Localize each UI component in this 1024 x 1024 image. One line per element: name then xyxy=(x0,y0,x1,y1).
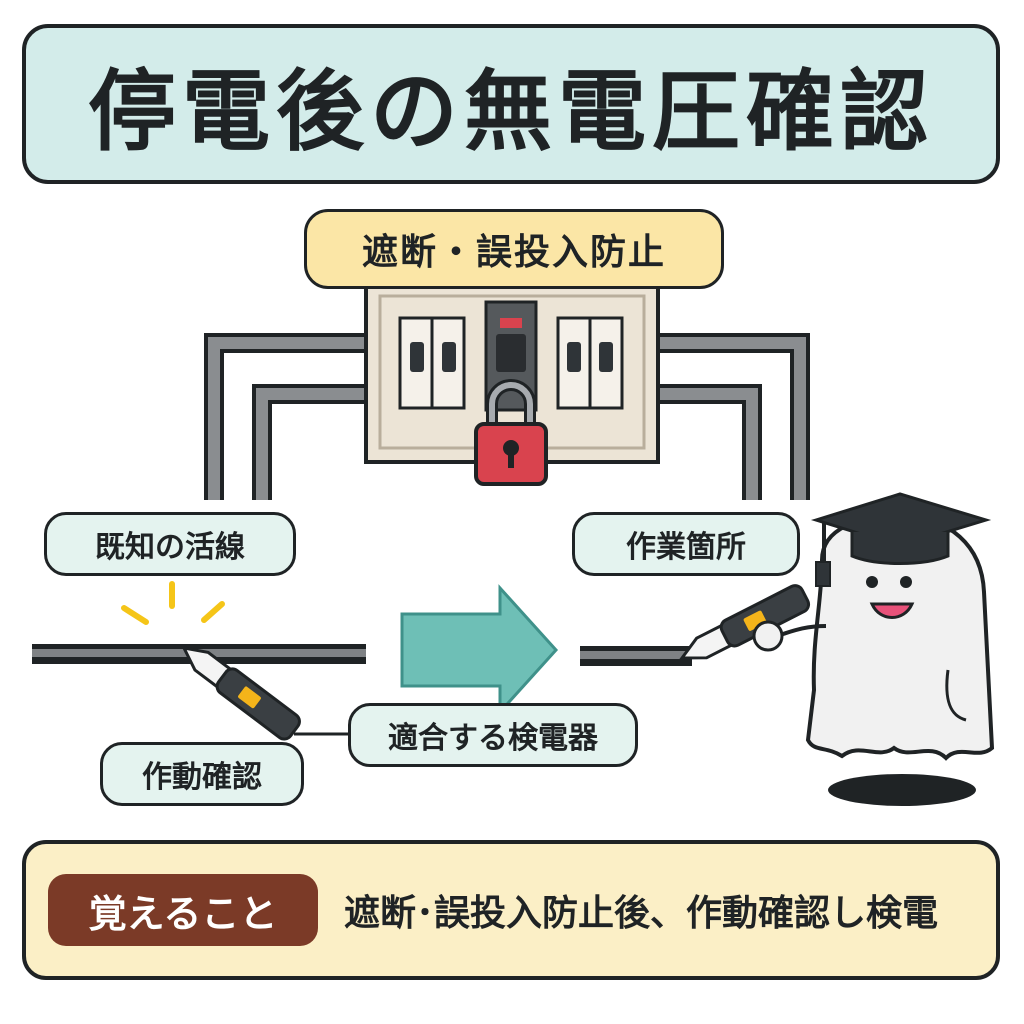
label-breaker-lock: 遮断・誤投入防止 xyxy=(304,209,724,289)
spark-icon xyxy=(121,581,225,625)
label-suitable-tester: 適合する検電器 xyxy=(348,703,638,767)
ghost-shadow xyxy=(828,774,976,806)
breaker-left xyxy=(398,316,466,410)
summary-tag: 覚えること xyxy=(48,874,318,946)
voltage-tester-right xyxy=(679,584,811,660)
label-operation-check: 作動確認 xyxy=(100,742,304,806)
ghost-mascot xyxy=(752,492,995,806)
summary-text: 遮断･誤投入防止後、作動確認し検電 xyxy=(344,893,939,934)
wire-right-inner xyxy=(652,384,762,500)
work-location-wire xyxy=(580,646,692,666)
page-title: 停電後の無電圧確認 xyxy=(22,24,1000,184)
graduation-cap-icon xyxy=(810,492,992,587)
padlock-icon xyxy=(474,379,548,486)
label-work-location: 作業箇所 xyxy=(572,512,800,576)
label-known-live-line: 既知の活線 xyxy=(44,512,296,576)
summary-panel: 覚えること 遮断･誤投入防止後、作動確認し検電 xyxy=(22,840,1000,980)
wire-left-inner xyxy=(252,384,372,500)
breaker-right xyxy=(556,316,624,410)
wire-right-outer xyxy=(652,333,810,500)
wire-left-outer xyxy=(204,333,372,500)
arrow-right-icon xyxy=(400,584,559,716)
voltage-tester-left xyxy=(181,645,301,741)
